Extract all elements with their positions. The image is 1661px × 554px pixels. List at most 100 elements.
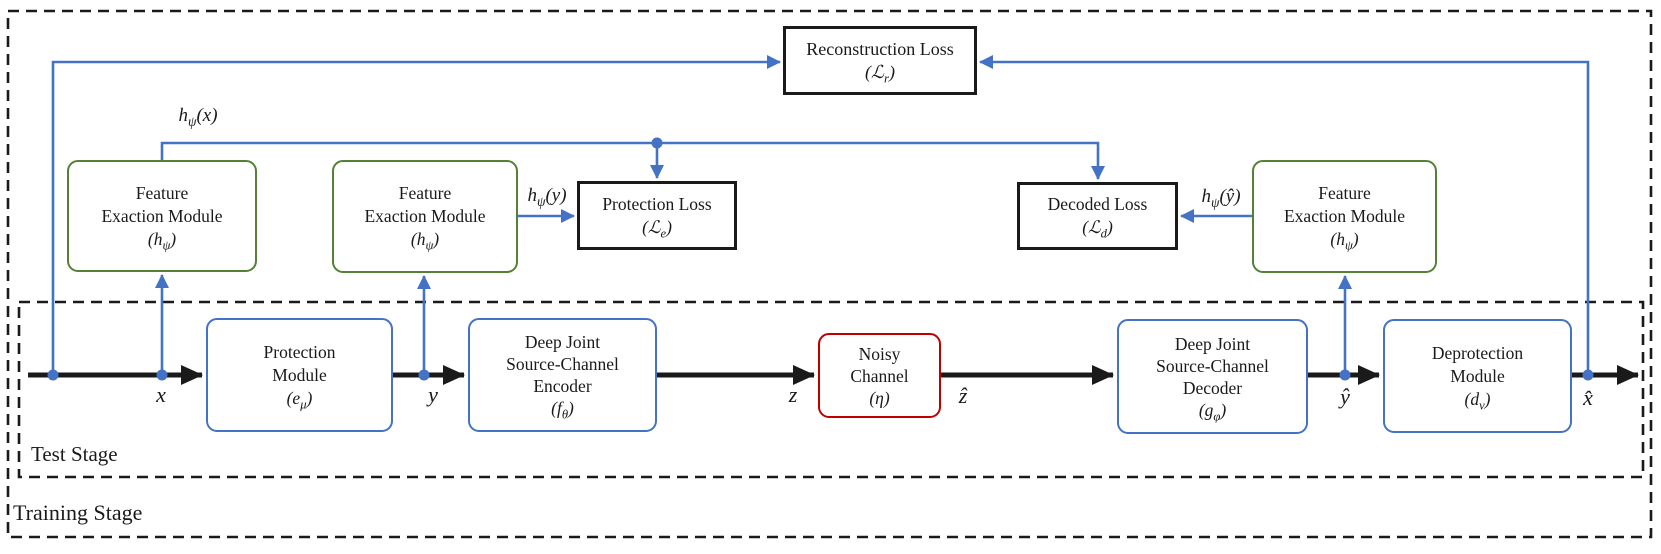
symbol-post: ): [433, 229, 440, 249]
symbol-sub: v: [1479, 398, 1485, 412]
node-symbol: (ℒd): [1082, 216, 1113, 241]
node-symbol: (hψ): [147, 228, 177, 252]
node-label: Deep Joint: [1174, 333, 1251, 354]
node-label: Feature: [135, 182, 189, 203]
junction-dot-xhat-branch: [1582, 369, 1594, 381]
node-label: Module: [272, 364, 327, 385]
node-symbol: (dv): [1464, 388, 1491, 412]
node-djscc-decoder: Deep Joint Source-Channel Decoder (gφ): [1117, 319, 1308, 434]
math-sub: ψ: [1210, 194, 1220, 210]
edge-xhat-to-reconstruction-loss: [979, 55, 1590, 375]
signal-label-zhat: ẑ: [958, 383, 968, 408]
symbol-pre: (ℒ: [864, 61, 884, 82]
symbol-pre: (h: [147, 228, 163, 249]
node-symbol: (fθ): [551, 397, 574, 422]
symbol-post: ): [568, 398, 574, 418]
node-label: Module: [1450, 365, 1505, 386]
node-label: Feature: [398, 183, 452, 203]
node-symbol: (η): [869, 387, 889, 409]
node-symbol: (eμ): [286, 387, 313, 411]
signal-label-y: y: [428, 382, 438, 407]
junction-dot-x-branch: [47, 369, 59, 381]
edge-hx-to-decoded-loss: [160, 141, 1105, 180]
test-stage-boundary: [17, 300, 1645, 479]
symbol-sub: φ: [1213, 409, 1221, 423]
math-pre: h: [1201, 186, 1211, 207]
node-protection-module: Protection Module (eμ): [206, 318, 393, 432]
symbol-sub: r: [883, 70, 889, 86]
signal-label-x: x: [156, 382, 166, 407]
math-post: (ŷ): [1219, 186, 1241, 207]
symbol-pre: (d: [1464, 388, 1480, 409]
node-label: Channel: [850, 365, 909, 386]
signal-label-yhat: ŷ: [1340, 384, 1350, 409]
symbol-sub: ψ: [425, 238, 434, 253]
node-deprotection-module: Deprotection Module (dv): [1383, 319, 1572, 433]
node-feature-exaction-module-y: Feature Exaction Module (hψ): [332, 160, 518, 273]
symbol-pre: (g: [1198, 399, 1214, 420]
node-feature-exaction-module-x: Feature Exaction Module (hψ): [67, 160, 257, 272]
symbol-pre: (h: [410, 229, 426, 249]
node-label: Deprotection: [1431, 342, 1524, 363]
math-sub: ψ: [536, 193, 546, 209]
junction-dot-yhat-feature: [1339, 369, 1351, 381]
node-label: Exaction Module: [101, 205, 223, 226]
symbol-pre: (η): [869, 387, 890, 408]
node-label: Source-Channel: [506, 354, 619, 374]
node-label: Protection Loss: [602, 193, 712, 214]
node-label: Protection: [263, 341, 336, 362]
node-label: Feature: [1318, 183, 1371, 203]
symbol-post: ): [170, 228, 177, 249]
symbol-sub: μ: [300, 397, 307, 411]
training-stage-boundary: [6, 9, 1653, 539]
node-label: Noisy: [858, 343, 901, 364]
symbol-sub: d: [1100, 226, 1107, 241]
symbol-pre: (f: [551, 398, 562, 418]
node-label: Source-Channel: [1156, 355, 1269, 376]
symbol-post: ): [1484, 388, 1491, 409]
math-pre: h: [527, 185, 537, 206]
signal-label-xhat: x̂: [1583, 385, 1593, 410]
symbol-pre: (e: [286, 387, 301, 408]
math-post: (x): [196, 105, 218, 126]
node-decoded-loss: Decoded Loss (ℒd): [1017, 182, 1178, 250]
node-label: Deep Joint: [524, 332, 601, 352]
node-label: Decoded Loss: [1047, 194, 1148, 214]
math-pre: h: [178, 105, 188, 126]
node-feature-exaction-module-yhat: Feature Exaction Module (hψ): [1252, 160, 1437, 273]
math-post: (y): [545, 185, 567, 206]
symbol-pre: (ℒ: [1082, 217, 1101, 237]
signal-label-z: z: [788, 382, 798, 407]
edge-label-hy: hψ(y): [514, 185, 580, 209]
node-symbol: (hψ): [1330, 228, 1359, 252]
junction-dot-y-feature: [418, 369, 430, 381]
symbol-post: ): [889, 61, 895, 82]
training-stage-label: Training Stage: [13, 500, 143, 525]
node-reconstruction-loss: Reconstruction Loss (ℒr): [783, 26, 977, 95]
node-symbol: (ℒr): [864, 61, 895, 86]
symbol-sub: e: [660, 226, 667, 240]
node-djscc-encoder: Deep Joint Source-Channel Encoder (fθ): [468, 318, 657, 432]
math-sub: ψ: [187, 113, 197, 129]
symbol-sub: θ: [561, 407, 569, 422]
node-symbol: (gφ): [1198, 399, 1226, 423]
node-symbol: (ℒe): [642, 216, 672, 240]
edge-label-hyhat: hψ(ŷ): [1186, 186, 1256, 210]
symbol-post: ): [306, 387, 313, 408]
symbol-post: ): [1352, 229, 1359, 249]
node-label: Reconstruction Loss: [806, 38, 954, 59]
symbol-pre: (h: [1330, 229, 1345, 249]
symbol-sub: ψ: [162, 238, 171, 252]
node-label: Encoder: [533, 376, 592, 396]
node-protection-loss: Protection Loss (ℒe): [577, 181, 737, 250]
edge-label-hx: hψ(x): [158, 105, 238, 129]
node-label: Exaction Module: [364, 206, 486, 226]
symbol-post: ): [666, 216, 672, 237]
node-symbol: (hψ): [410, 228, 440, 253]
junction-dot-x-feature: [156, 369, 168, 381]
node-label: Decoder: [1182, 377, 1243, 398]
test-stage-label: Test Stage: [31, 442, 118, 466]
node-label: Exaction Module: [1283, 206, 1405, 226]
